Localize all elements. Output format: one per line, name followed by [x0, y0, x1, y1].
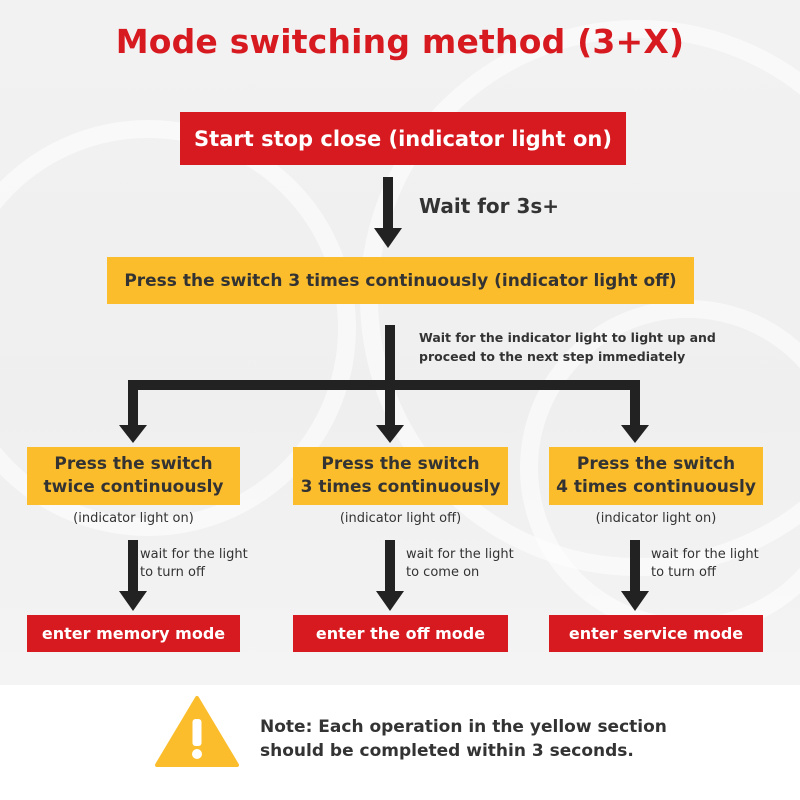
note-line-1: Note: Each operation in the yellow secti… [260, 717, 667, 737]
branch-wait-line-1: wait for the light [406, 547, 514, 562]
branch-drop-right [630, 380, 640, 426]
branch-press-box-2: Press the switch 3 times continuously [293, 447, 508, 505]
branch-press-line-2: twice continuously [43, 477, 224, 497]
branch-wait-line-2: to turn off [651, 565, 716, 580]
branch-indicator-2: (indicator light off) [339, 511, 462, 526]
arrow-head [376, 425, 404, 443]
branch-wait-line-2: to come on [406, 565, 480, 580]
arrow-shaft [383, 177, 393, 229]
arrow-head [621, 425, 649, 443]
wait-indicator-note: Wait for the indicator light to light up… [419, 328, 716, 366]
branch-press-line-2: 4 times continuously [556, 477, 756, 497]
branch-drop-middle [385, 380, 395, 426]
arrow-shaft [630, 540, 640, 592]
diagram-title: Mode switching method (3+X) [115, 22, 685, 61]
branch-press-line-1: Press the switch [54, 454, 213, 474]
result-off-mode: enter the off mode [293, 615, 508, 652]
branch-wait-line-2: to turn off [140, 565, 205, 580]
note-text: Note: Each operation in the yellow secti… [260, 715, 667, 763]
start-box: Start stop close (indicator light on) [180, 112, 626, 165]
result-service-mode: enter service mode [549, 615, 763, 652]
arrow-head [376, 591, 404, 611]
branch-drop-left [128, 380, 138, 426]
result-memory-mode: enter memory mode [27, 615, 240, 652]
branch-wait-3: wait for the light to turn off [651, 546, 759, 582]
arrow-head [119, 591, 147, 611]
arrow-shaft [385, 540, 395, 592]
wait-indicator-line-2: proceed to the next step immediately [419, 349, 686, 364]
branch-wait-2: wait for the light to come on [406, 546, 514, 582]
branch-press-line-2: 3 times continuously [300, 477, 501, 497]
warning-triangle-icon [155, 696, 239, 767]
branch-wait-1: wait for the light to turn off [140, 546, 248, 582]
trunk-line [385, 325, 395, 383]
branch-press-line-1: Press the switch [321, 454, 480, 474]
wait-3s-label: Wait for 3s+ [419, 194, 560, 218]
arrow-head [374, 228, 402, 248]
branch-press-box-1: Press the switch twice continuously [27, 447, 240, 505]
branch-indicator-3: (indicator light on) [595, 511, 717, 526]
branch-wait-line-1: wait for the light [140, 547, 248, 562]
branch-indicator-1: (indicator light on) [73, 511, 194, 526]
arrow-shaft [128, 540, 138, 592]
note-line-2: should be completed within 3 seconds. [260, 741, 634, 761]
arrow-head [119, 425, 147, 443]
branch-wait-line-1: wait for the light [651, 547, 759, 562]
branch-line [128, 380, 640, 390]
branch-press-line-1: Press the switch [576, 454, 736, 474]
press-main-box: Press the switch 3 times continuously (i… [107, 257, 694, 304]
branch-press-box-3: Press the switch 4 times continuously [549, 447, 763, 505]
wait-indicator-line-1: Wait for the indicator light to light up… [419, 330, 716, 345]
arrow-head [621, 591, 649, 611]
